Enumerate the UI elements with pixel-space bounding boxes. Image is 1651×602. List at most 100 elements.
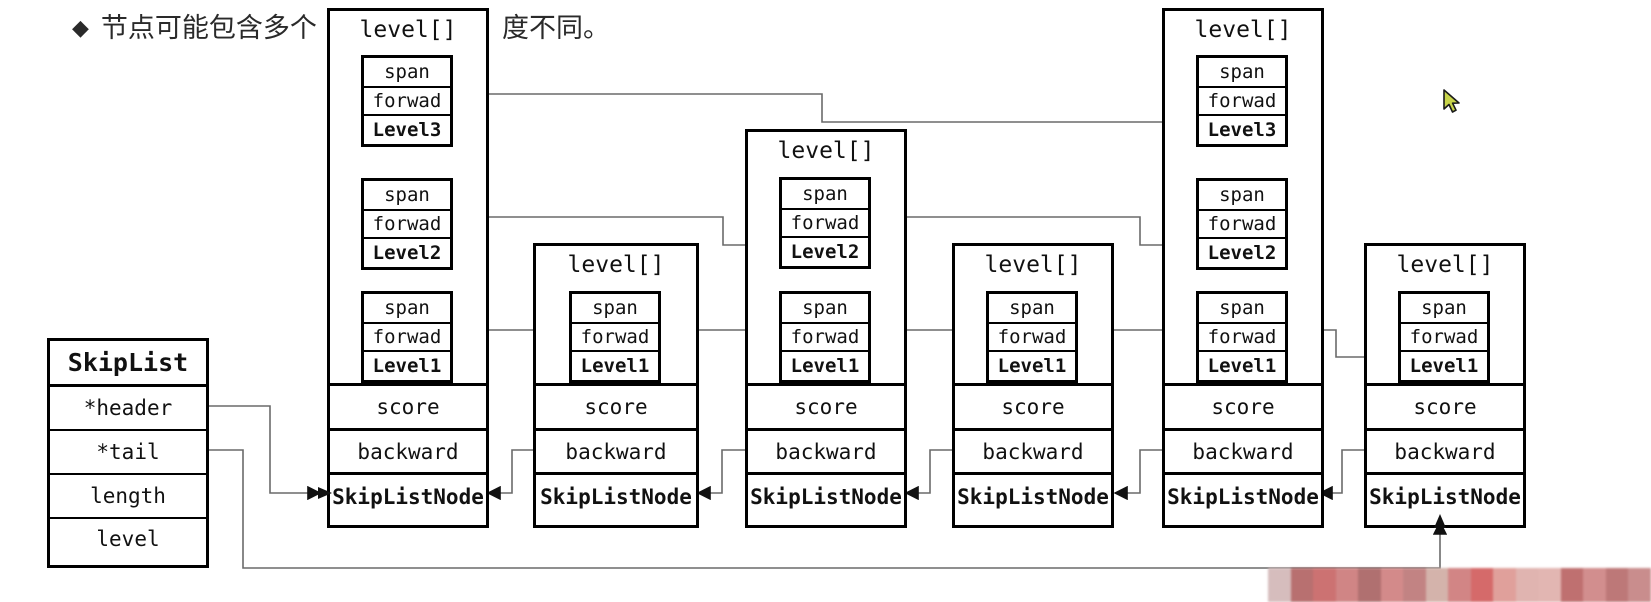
thumbnail-swatch: [1425, 568, 1449, 602]
level-array-label: level[]: [984, 252, 1082, 278]
span-field: span: [364, 294, 450, 324]
skiplistnode-6: level[] span forwad Level1 score backwar…: [1364, 243, 1526, 528]
span-field: span: [364, 58, 450, 88]
thumbnail-swatch: [1493, 568, 1516, 602]
level-entry-3: span forwad Level3: [361, 55, 453, 147]
level-label: Level3: [1207, 119, 1277, 141]
level-entry-1: span forwad Level1: [779, 291, 871, 383]
skiplist-title: SkipList: [50, 341, 206, 387]
level-entry-1: span forwad Level1: [986, 291, 1078, 383]
span-field: span: [1199, 58, 1285, 88]
forward-field: forwad: [364, 324, 450, 352]
score-field: score: [536, 386, 696, 431]
skiplistnode-1: level[] span forwad Level3 span forwad L…: [327, 8, 489, 528]
level-label: Level1: [1207, 355, 1277, 377]
level-entry-3: span forwad Level3: [1196, 55, 1288, 147]
page-title-text-after: 度不同。: [502, 13, 610, 44]
level-array-label: level[]: [1194, 17, 1292, 43]
thumbnail-swatch: [1448, 568, 1471, 602]
thumbnail-swatch: [1515, 568, 1539, 602]
node-footer: score backward SkipListNode: [536, 383, 696, 518]
level-entry-2: span forwad Level2: [779, 177, 871, 269]
level-label: Level2: [1207, 242, 1277, 264]
level-label: Level1: [790, 355, 860, 377]
thumbnail-swatch: [1560, 568, 1584, 602]
level-entry-2: span forwad Level2: [1196, 178, 1288, 270]
level-entry-1: span forwad Level1: [1196, 291, 1288, 383]
level-label: Level2: [790, 241, 860, 263]
score-field: score: [1367, 386, 1523, 431]
backward-field: backward: [1165, 431, 1321, 475]
forward-field: forwad: [364, 211, 450, 239]
node-type-label: SkipListNode: [957, 484, 1109, 509]
node-type-label: SkipListNode: [750, 484, 902, 509]
thumbnail-swatch: [1313, 568, 1336, 602]
obscured-thumbnail-strip: [1268, 568, 1651, 602]
thumbnail-swatch: [1470, 568, 1494, 602]
level-label: Level1: [1409, 355, 1479, 377]
backward-field: backward: [536, 431, 696, 475]
skiplistnode-2: level[] span forwad Level1 score backwar…: [533, 243, 699, 528]
forward-field: forwad: [1199, 88, 1285, 116]
level-label: Level3: [372, 119, 442, 141]
forward-field: forwad: [1401, 324, 1487, 352]
skiplistnode-4: level[] span forwad Level1 score backwar…: [952, 243, 1114, 528]
skiplist-field-tail: *tail: [50, 431, 206, 475]
level-label: Level1: [997, 355, 1067, 377]
level-entry-1: span forwad Level1: [569, 291, 661, 383]
score-field: score: [330, 386, 486, 431]
level-label: Level1: [580, 355, 650, 377]
thumbnail-swatch: [1358, 568, 1381, 602]
node-type-label: SkipListNode: [1369, 484, 1521, 509]
forward-field: forwad: [572, 324, 658, 352]
forward-field: forwad: [1199, 211, 1285, 239]
node-footer: score backward SkipListNode: [748, 383, 904, 518]
score-field: score: [748, 386, 904, 431]
span-field: span: [782, 294, 868, 324]
skiplist-field-level: level: [96, 527, 160, 551]
page-title-text-before: 节点可能包含多个: [100, 13, 317, 44]
score-field: score: [955, 386, 1111, 431]
node-footer: score backward SkipListNode: [1165, 383, 1321, 518]
span-field: span: [1401, 294, 1487, 324]
forward-field: forwad: [782, 324, 868, 352]
level-label: Level2: [372, 242, 442, 264]
forward-field: forwad: [782, 210, 868, 238]
thumbnail-swatch: [1290, 568, 1314, 602]
node-footer: score backward SkipListNode: [1367, 383, 1523, 518]
skiplist-field-length: length: [50, 475, 206, 519]
level-entry-1: span forwad Level1: [1398, 291, 1490, 383]
level-label: Level1: [372, 355, 442, 377]
forward-field: forwad: [989, 324, 1075, 352]
backward-field: backward: [1367, 431, 1523, 475]
node-type-label: SkipListNode: [540, 484, 692, 509]
span-field: span: [1199, 294, 1285, 324]
node-type-label: SkipListNode: [1167, 484, 1319, 509]
level-array-label: level[]: [777, 138, 875, 164]
forward-field: forwad: [364, 88, 450, 116]
diamond-bullet-icon: ◆: [72, 16, 89, 41]
mouse-cursor-icon: [1443, 89, 1460, 113]
span-field: span: [572, 294, 658, 324]
skiplistnode-5: level[] span forwad Level3 span forwad L…: [1162, 8, 1324, 528]
span-field: span: [989, 294, 1075, 324]
level-array-label: level[]: [567, 252, 665, 278]
thumbnail-swatch: [1380, 568, 1404, 602]
thumbnail-swatch: [1403, 568, 1426, 602]
span-field: span: [1199, 181, 1285, 211]
level-array-label: level[]: [359, 17, 457, 43]
backward-field: backward: [330, 431, 486, 475]
node-type-label: SkipListNode: [332, 484, 484, 509]
thumbnail-swatch: [1538, 568, 1561, 602]
score-field: score: [1165, 386, 1321, 431]
backward-field: backward: [748, 431, 904, 475]
span-field: span: [364, 181, 450, 211]
node-footer: score backward SkipListNode: [955, 383, 1111, 518]
thumbnail-swatch: [1605, 568, 1629, 602]
level-entry-2: span forwad Level2: [361, 178, 453, 270]
skiplistnode-3: level[] span forwad Level2 span forwad L…: [745, 129, 907, 528]
forward-field: forwad: [1199, 324, 1285, 352]
thumbnail-swatch: [1628, 568, 1651, 602]
level-array-label: level[]: [1396, 252, 1494, 278]
